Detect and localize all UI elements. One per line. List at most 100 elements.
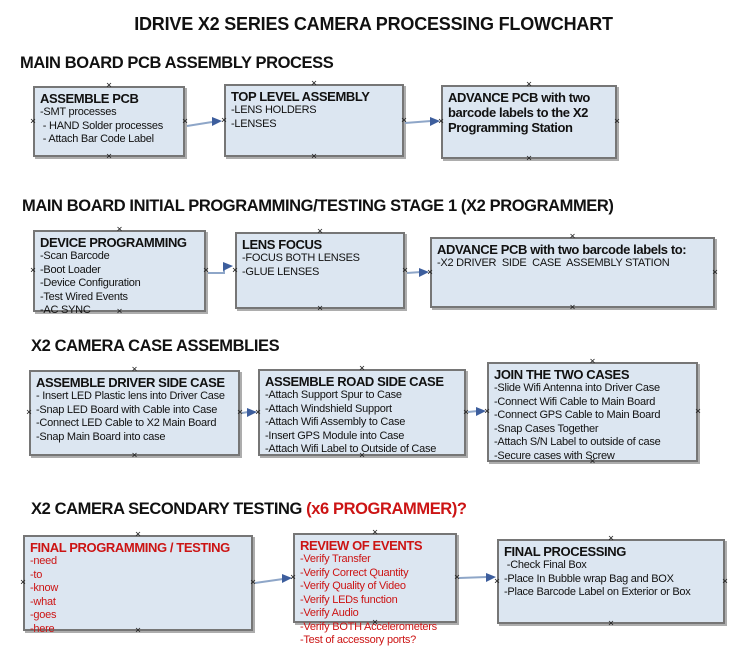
page-title: IDRIVE X2 SERIES CAMERA PROCESSING FLOWC… bbox=[134, 14, 613, 34]
box-title: FINAL PROCESSING bbox=[504, 544, 626, 559]
box-item: -Verify Transfer bbox=[300, 553, 371, 565]
box-item: - Attach Bar Code Label bbox=[40, 133, 154, 145]
handle-icon: × bbox=[494, 575, 501, 587]
handle-icon: × bbox=[181, 115, 188, 127]
handle-icon: × bbox=[372, 617, 379, 628]
box-item: -Verify Correct Quantity bbox=[300, 566, 409, 579]
flow-box-final-processing: FINAL PROCESSING -Check Final Box -Place… bbox=[494, 534, 728, 629]
handle-icon: × bbox=[359, 363, 366, 374]
handle-icon: × bbox=[135, 625, 142, 636]
box-item: -AC SYNC bbox=[40, 304, 91, 316]
box-item: -LENSES bbox=[231, 117, 277, 130]
handle-icon: × bbox=[427, 266, 434, 278]
box-title: ASSEMBLE ROAD SIDE CASE bbox=[265, 374, 444, 389]
box-item: -what bbox=[30, 595, 56, 608]
box-item: -Snap LED Board with Cable into Case bbox=[36, 403, 218, 416]
box-item: -to bbox=[30, 568, 43, 581]
box-item: -know bbox=[30, 582, 59, 594]
box-item: -Verify Quality of Video bbox=[300, 580, 406, 592]
flow-box-device-programming: DEVICE PROGRAMMING -Scan Barcode -Boot L… bbox=[30, 225, 209, 317]
box-item: -here bbox=[30, 622, 55, 635]
heading-text: X2 CAMERA SECONDARY TESTING bbox=[31, 500, 307, 518]
handle-icon: × bbox=[20, 577, 27, 588]
handle-icon: × bbox=[589, 456, 596, 467]
box-item: -Snap Main Board into case bbox=[36, 430, 166, 443]
handle-icon: × bbox=[526, 153, 533, 164]
handle-icon: × bbox=[317, 303, 324, 314]
handle-icon: × bbox=[311, 78, 318, 89]
handle-icon: × bbox=[135, 529, 142, 540]
heading-accent: (x6 PROGRAMMER)? bbox=[306, 500, 467, 518]
box-item: -need bbox=[30, 555, 57, 567]
box-title: DEVICE PROGRAMMING bbox=[40, 235, 187, 250]
flow-box-join-the-two-cases: JOIN THE TWO CASES -Slide Wifi Antenna i… bbox=[484, 357, 701, 467]
handle-icon: × bbox=[26, 407, 33, 418]
section-heading-secondary-testing: X2 CAMERA SECONDARY TESTING (x6 PROGRAMM… bbox=[31, 500, 467, 519]
handle-icon: × bbox=[30, 265, 37, 276]
handle-icon: × bbox=[311, 151, 318, 162]
handle-icon: × bbox=[317, 226, 324, 237]
handle-icon: × bbox=[232, 264, 239, 276]
handle-icon: × bbox=[131, 364, 138, 375]
box-item: -Verify BOTH Accelerometers bbox=[300, 620, 437, 633]
box-item: -Place Barcode Label on Exterior or Box bbox=[504, 586, 691, 598]
box-item: -Secure cases with Screw bbox=[494, 449, 615, 462]
box-item: -Test Wired Events bbox=[40, 290, 128, 303]
box-item: -goes bbox=[30, 609, 57, 621]
box-title: LENS FOCUS bbox=[242, 237, 322, 252]
handle-icon: × bbox=[359, 450, 366, 461]
box-item: -Place In Bubble wrap Bag and BOX bbox=[504, 572, 674, 585]
flow-box-assemble-pcb: ASSEMBLE PCB -SMT processes - HAND Solde… bbox=[30, 81, 188, 162]
flow-box-assemble-road-side-case: ASSEMBLE ROAD SIDE CASE -Attach Support … bbox=[255, 364, 469, 461]
box-title: ADVANCE PCB with two barcode labels to t… bbox=[448, 90, 590, 135]
box-title: JOIN THE TWO CASES bbox=[494, 367, 630, 382]
box-item: -Snap Cases Together bbox=[494, 422, 599, 435]
handle-icon: × bbox=[608, 618, 615, 629]
box-title: ADVANCE PCB with two barcode labels to: bbox=[437, 242, 687, 257]
handle-icon: × bbox=[569, 302, 576, 313]
box-item: -Verify LEDs function bbox=[300, 593, 398, 606]
handle-icon: × bbox=[721, 575, 728, 587]
box-item: -Attach Wifi Label to Outside of Case bbox=[265, 443, 437, 455]
flow-box-advance-pcb-programming-station: ADVANCE PCB with two barcode labels to t… bbox=[438, 80, 620, 164]
handle-icon: × bbox=[249, 577, 256, 588]
box-item: -SMT processes bbox=[40, 106, 117, 118]
box-item: -Connect Wifi Cable to Main Board bbox=[494, 395, 656, 408]
box-item: -Test of accessory ports? bbox=[300, 634, 417, 646]
handle-icon: × bbox=[236, 407, 243, 418]
handle-icon: × bbox=[484, 406, 491, 417]
flow-box-lens-focus: LENS FOCUS -FOCUS BOTH LENSES -GLUE LENS… bbox=[232, 227, 408, 314]
box-item: -Attach S/N Label to outside of case bbox=[494, 436, 661, 448]
box-item: -Attach Wifi Assembly to Case bbox=[265, 416, 406, 428]
handle-icon: × bbox=[116, 306, 123, 317]
handle-icon: × bbox=[255, 406, 262, 418]
handle-icon: × bbox=[372, 527, 379, 538]
box-item: - HAND Solder processes bbox=[40, 119, 163, 132]
box-item: - Insert LED Plastic lens into Driver Ca… bbox=[36, 390, 225, 402]
box-item: -LENS HOLDERS bbox=[231, 104, 317, 116]
flow-box-advance-pcb-driver-side: ADVANCE PCB with two barcode labels to: … bbox=[427, 232, 718, 313]
box-item: -Scan Barcode bbox=[40, 250, 110, 262]
section-heading-case-assemblies: X2 CAMERA CASE ASSEMBLIES bbox=[31, 337, 280, 355]
box-title: REVIEW OF EVENTS bbox=[300, 538, 423, 553]
handle-icon: × bbox=[131, 450, 138, 461]
handle-icon: × bbox=[569, 231, 576, 242]
handle-icon: × bbox=[106, 80, 113, 91]
handle-icon: × bbox=[400, 114, 407, 126]
handle-icon: × bbox=[694, 406, 701, 417]
handle-icon: × bbox=[202, 265, 209, 276]
box-item: -Connect LED Cable to X2 Main Board bbox=[36, 417, 217, 429]
box-item: -Verify Audio bbox=[300, 607, 359, 619]
box-item: -Slide Wifi Antenna into Driver Case bbox=[494, 382, 660, 394]
box-title: ASSEMBLE PCB bbox=[40, 91, 139, 106]
section-heading-pcb-assembly: MAIN BOARD PCB ASSEMBLY PROCESS bbox=[20, 54, 334, 72]
handle-icon: × bbox=[401, 264, 408, 276]
box-item: -Device Configuration bbox=[40, 277, 141, 289]
box-item: -Attach Support Spur to Case bbox=[265, 389, 402, 401]
box-title: FINAL PROGRAMMING / TESTING bbox=[30, 540, 230, 555]
flow-box-review-of-events: REVIEW OF EVENTS -Verify Transfer -Verif… bbox=[290, 528, 460, 647]
handle-icon: × bbox=[30, 115, 37, 127]
handle-icon: × bbox=[106, 151, 113, 162]
box-item: -Attach Windshield Support bbox=[265, 402, 392, 415]
